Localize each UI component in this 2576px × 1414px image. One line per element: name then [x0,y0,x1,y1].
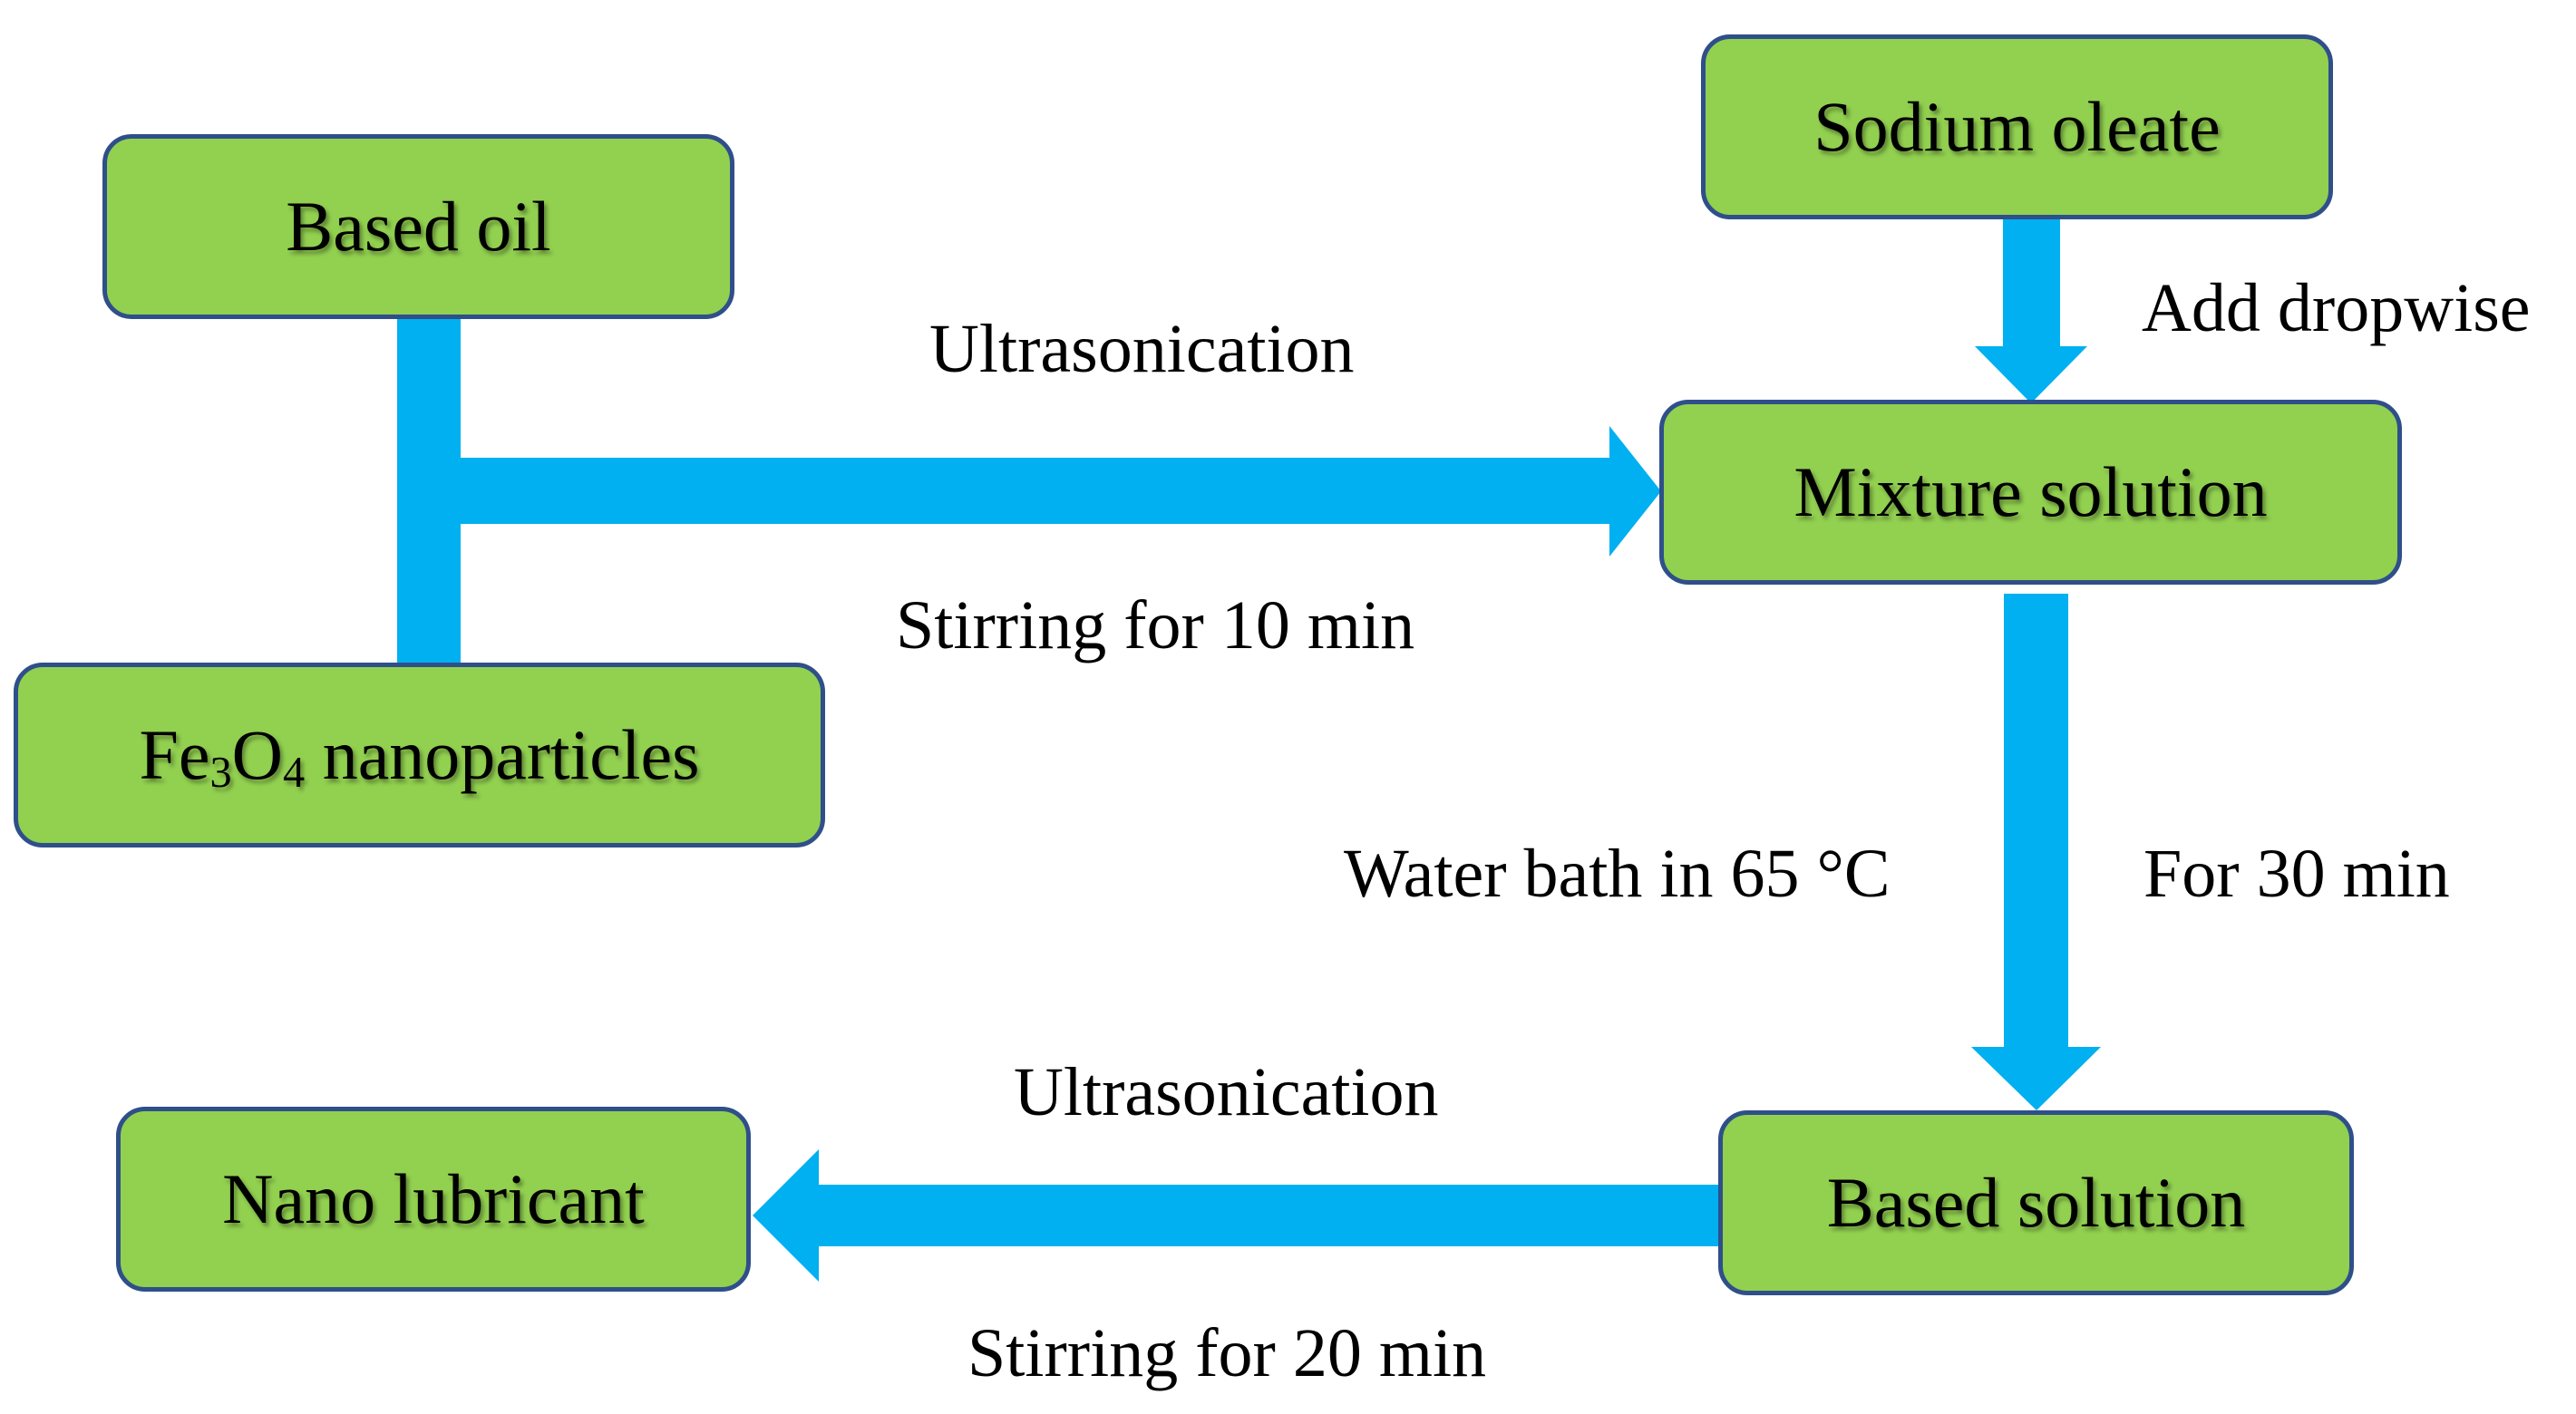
arrow-to-mixture [461,426,1661,557]
edge-label-add-dropwise: Add dropwise [2142,270,2531,346]
node-fe3o4-nanoparticles: Fe3O4 nanoparticles [14,663,825,847]
edge-label-water-bath: Water bath in 65 °C [1344,836,1891,912]
node-based-solution-label: Based solution [1826,1163,2246,1242]
arrow-to-based-solution [1971,594,2101,1110]
edge-label-stirring-20: Stirring for 20 min [967,1315,1487,1391]
node-based-oil: Based oil [102,134,734,319]
node-sodium-oleate: Sodium oleate [1701,34,2333,219]
join-bar [397,319,461,663]
node-mixture-solution-label: Mixture solution [1793,452,2268,531]
node-based-oil-label: Based oil [286,187,551,266]
node-mixture-solution: Mixture solution [1659,400,2402,585]
edge-label-for-30: For 30 min [2143,836,2450,912]
arrow-dropwise [1975,219,2087,403]
edge-label-ultrasonication-2: Ultrasonication [1014,1054,1439,1130]
edge-label-stirring-10: Stirring for 10 min [896,587,1415,663]
edge-label-ultrasonication-1: Ultrasonication [929,311,1355,387]
arrow-to-nano-lubricant [753,1149,1718,1282]
node-nano-lubricant: Nano lubricant [116,1107,751,1292]
node-based-solution: Based solution [1718,1110,2354,1295]
node-nano-lubricant-label: Nano lubricant [222,1159,645,1238]
node-sodium-oleate-label: Sodium oleate [1813,87,2221,166]
node-fe3o4-label: Fe3O4 nanoparticles [139,715,700,797]
